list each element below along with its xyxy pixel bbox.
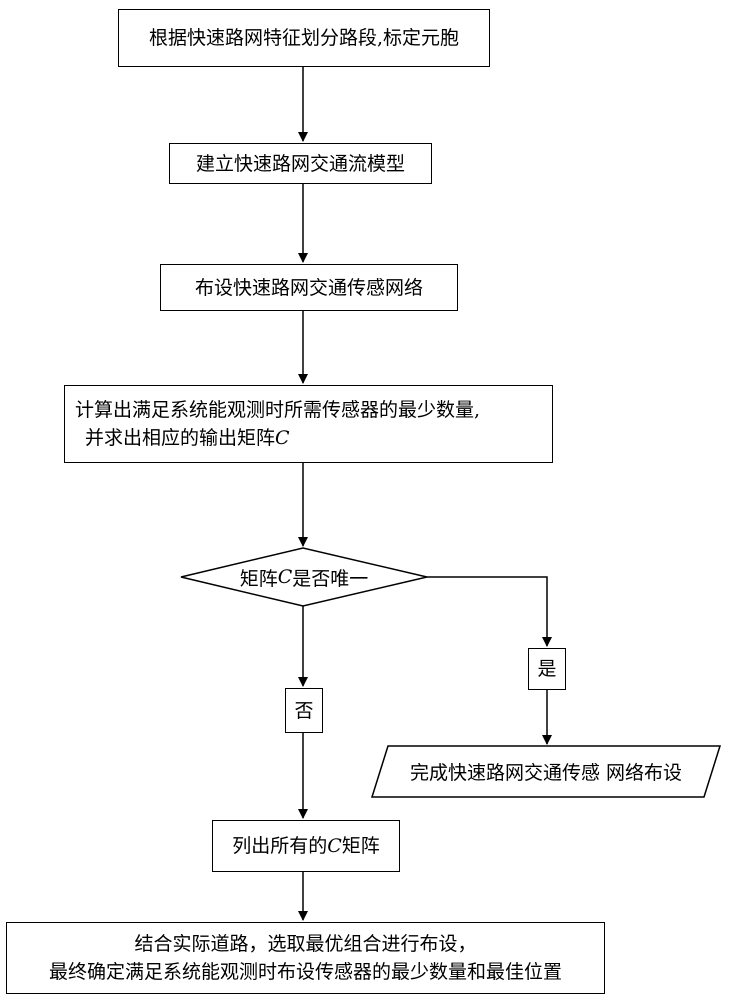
branch-no-label: 否 bbox=[285, 688, 323, 733]
branch-yes-label: 是 bbox=[528, 648, 566, 690]
output-parallelogram bbox=[370, 745, 722, 798]
step-compute-min-sensors-line2: 并求出相应的输出矩阵C bbox=[85, 427, 290, 449]
step-build-traffic-model: 建立快速路网交通流模型 bbox=[169, 143, 432, 184]
step-deploy-sensor-network-text: 布设快速路网交通传感网络 bbox=[194, 276, 423, 299]
list-matrix-variable: C bbox=[327, 835, 342, 857]
step-final-optimal-deployment: 结合实际道路，选取最优组合进行布设， 最终确定满足系统能观测时布设传感器的最少数… bbox=[6, 922, 605, 994]
step-build-traffic-model-text: 建立快速路网交通流模型 bbox=[195, 152, 405, 175]
step-compute-min-sensors: 计算出满足系统能观测时所需传感器的最少数量, 并求出相应的输出矩阵C bbox=[64, 385, 553, 463]
step-deploy-sensor-network: 布设快速路网交通传感网络 bbox=[160, 264, 458, 311]
step-final-optimal-deployment-line2: 最终确定满足系统能观测时布设传感器的最少数量和最佳位置 bbox=[48, 961, 562, 983]
step-partition-segments: 根据快速路网特征划分路段,标定元胞 bbox=[118, 9, 490, 67]
matrix-c-variable: C bbox=[275, 427, 290, 449]
decision-matrix-variable: C bbox=[277, 566, 293, 588]
step-compute-min-sensors-line1: 计算出满足系统能观测时所需传感器的最少数量, bbox=[75, 399, 481, 421]
step-partition-segments-text: 根据快速路网特征划分路段,标定元胞 bbox=[148, 27, 460, 49]
output-complete-deployment: 完成快速路网交通传感 网络布设 bbox=[409, 762, 683, 784]
arrow-decision-to-yes-label bbox=[427, 576, 552, 647]
step-final-optimal-deployment-line1: 结合实际道路，选取最优组合进行布设， bbox=[134, 933, 477, 955]
